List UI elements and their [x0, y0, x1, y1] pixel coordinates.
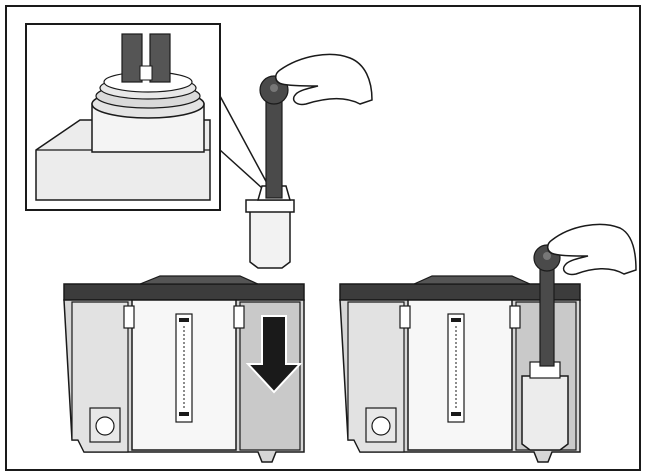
tool-stem — [265, 95, 283, 199]
detail-inset — [25, 23, 269, 211]
down-arrow-icon — [245, 315, 303, 394]
detail-pointer-line — [219, 149, 263, 189]
water-tank-right — [339, 223, 637, 463]
hand-icon — [547, 223, 637, 276]
tank-valve — [371, 416, 391, 436]
tool-fork-left — [121, 33, 143, 83]
water-tank-left — [63, 275, 305, 463]
tool-fork-right — [149, 33, 171, 83]
filter-removal-tool-group — [245, 53, 373, 269]
hand-icon — [275, 53, 373, 106]
detail-pointer-line — [219, 95, 269, 186]
filter-cartridge-inserted — [521, 375, 569, 451]
tank-valve — [95, 416, 115, 436]
tool-stem — [539, 263, 555, 367]
tank-lid — [63, 283, 305, 301]
filter-cartridge — [249, 204, 291, 269]
